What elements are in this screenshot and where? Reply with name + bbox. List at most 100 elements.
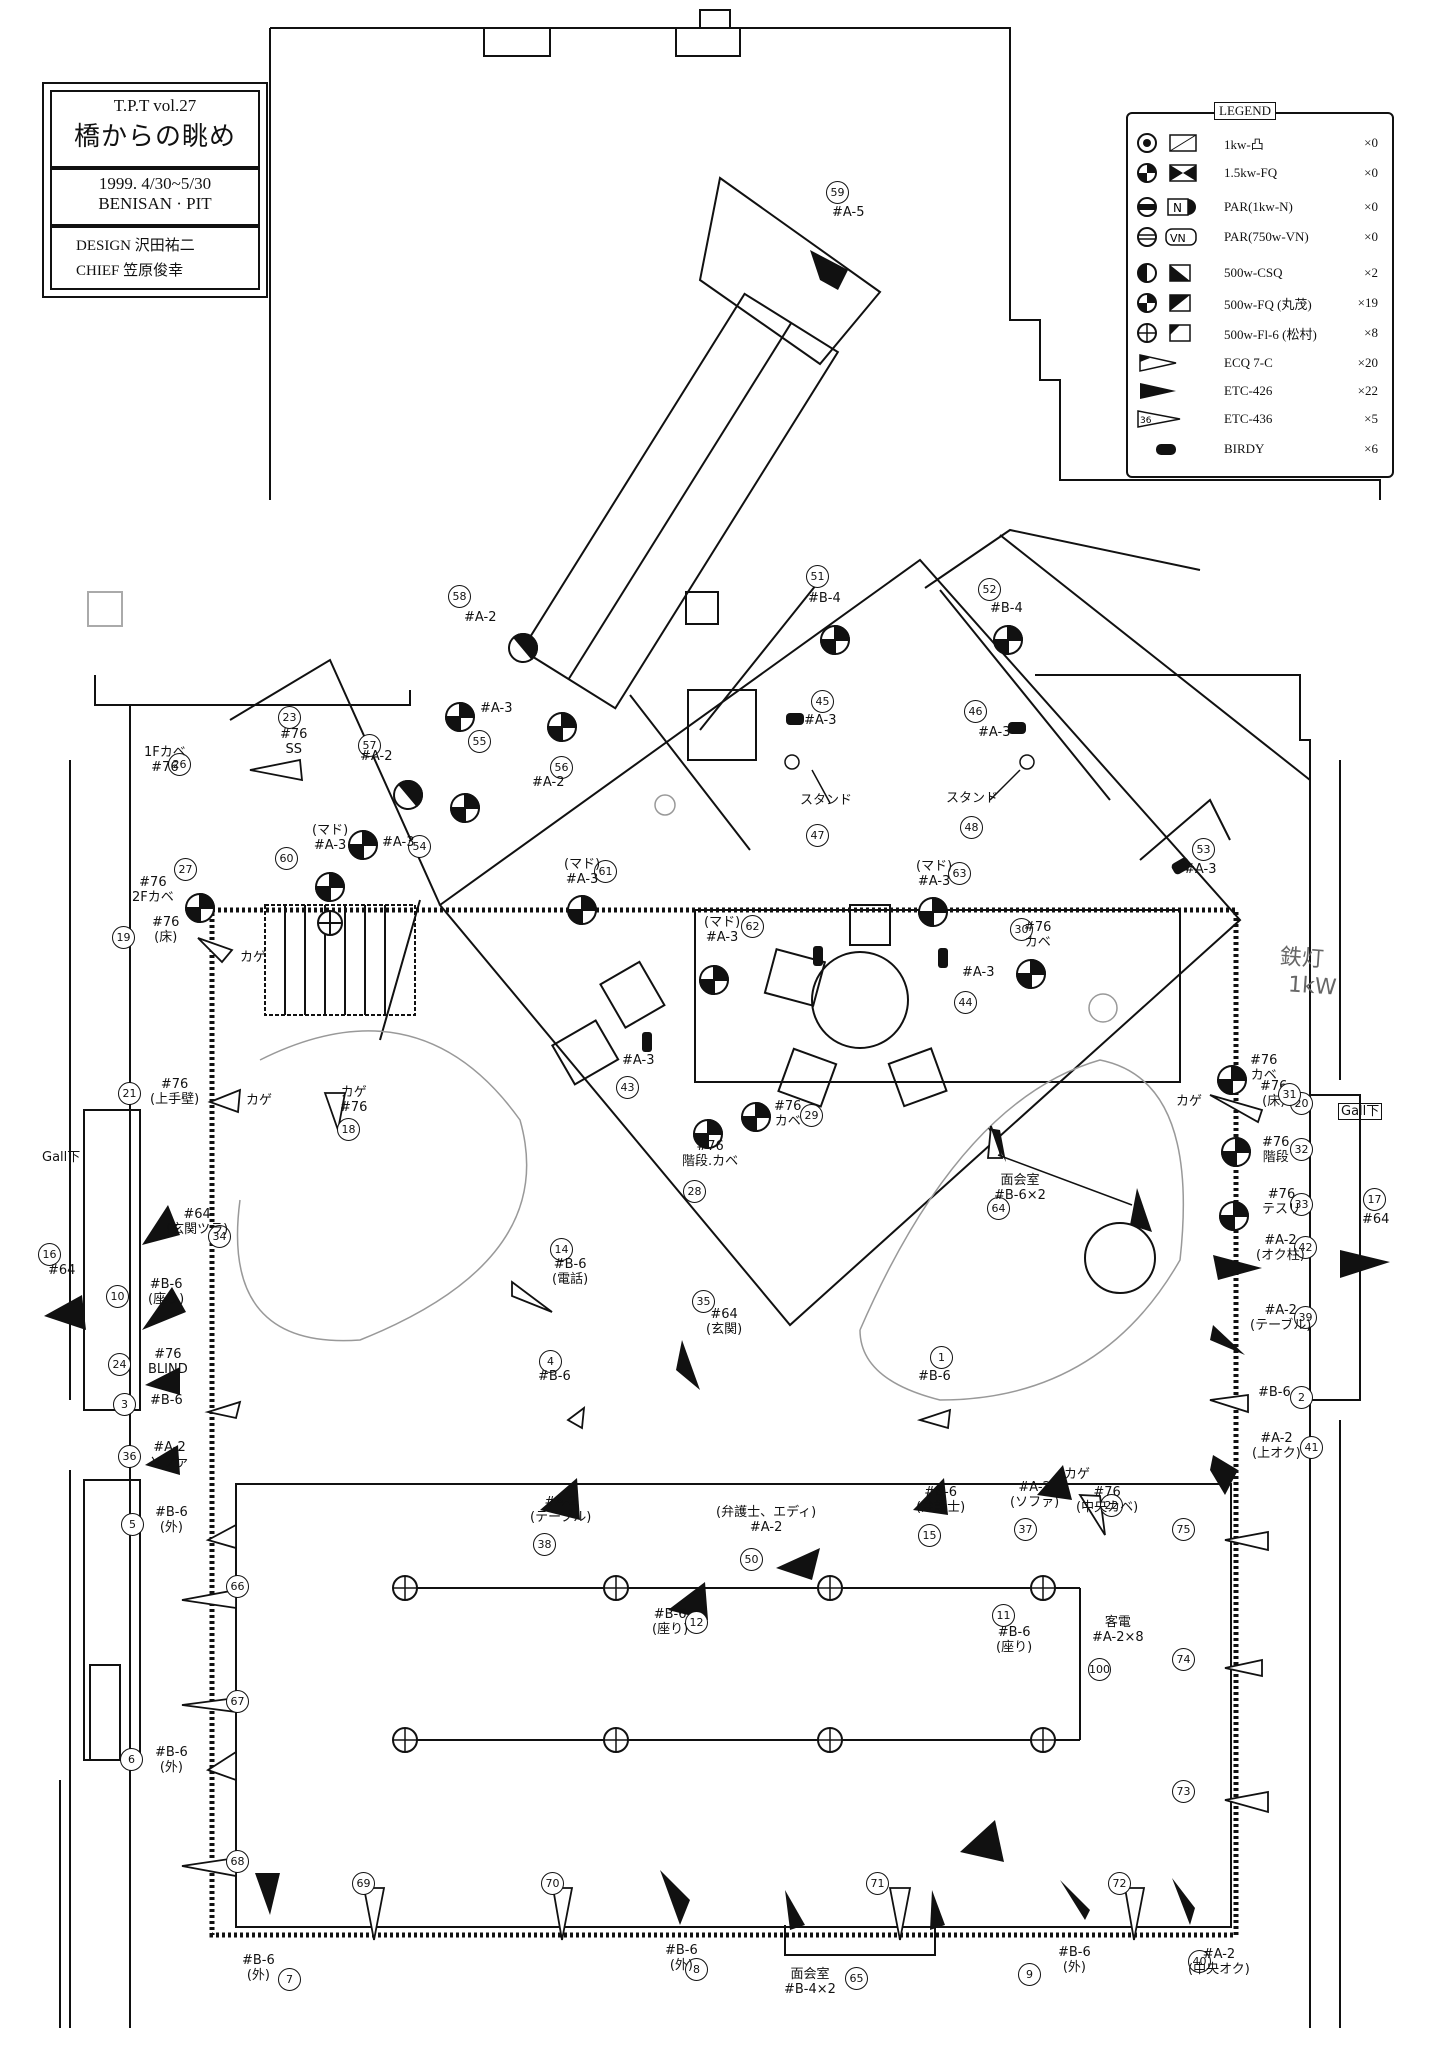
set-inner-room — [694, 909, 1181, 1083]
legend-row: VN PAR(750w-VN) ×0 — [1136, 224, 1384, 250]
birdy-instruments — [642, 713, 1191, 1052]
fixture-label: 1Fカベ #76 — [144, 745, 186, 775]
fixture-number: 3 — [113, 1393, 136, 1416]
fixture-label: #A-2 (オク柱) — [1256, 1233, 1305, 1263]
svg-text:36: 36 — [1140, 416, 1152, 426]
fixture-number: 40 — [1188, 1950, 1211, 1973]
a5-instrument — [810, 250, 848, 290]
fixture-number: 39 — [1294, 1306, 1317, 1329]
fixture-number: 6 — [120, 1748, 143, 1771]
fresnel-fl6-instruments — [317, 910, 343, 936]
fixture-label: #B-6 (電話) — [552, 1257, 589, 1287]
fixture-label: #B-6 (座り) — [652, 1607, 689, 1637]
fixture-number: 47 — [806, 824, 829, 847]
fixture-label: #A-3 — [804, 713, 837, 728]
fixture-label: #76 階段 — [1262, 1135, 1290, 1165]
fixture-label: #A-2 (ソファ) — [1010, 1480, 1060, 1510]
fixture-number: 42 — [1294, 1236, 1317, 1259]
fixture-label: #76 2Fカベ — [132, 875, 174, 905]
legend-count: ×0 — [1364, 165, 1378, 180]
interview-room-door — [784, 1925, 936, 1956]
fixture-label: #A-2 (中央オク) — [1188, 1947, 1250, 1977]
fixture-number: 71 — [866, 1872, 889, 1895]
fixture-label: #B-6 (座り) — [996, 1625, 1033, 1655]
house-light-row — [392, 1575, 1056, 1753]
chair — [763, 948, 827, 1007]
fixture-label: #76 (床) — [152, 915, 180, 945]
fixture-number: 29 — [800, 1104, 823, 1127]
legend-row: 500w-CSQ ×2 — [1136, 260, 1384, 286]
legend-label: PAR(750w-VN) — [1224, 229, 1309, 244]
fixture-label: (マド) #A-3 — [564, 857, 601, 887]
fixture-label: #B-4 — [990, 601, 1023, 616]
upper-building-outline — [270, 9, 1381, 500]
fixture-label: #A-2 — [532, 775, 565, 790]
fixture-number: 100 — [1088, 1658, 1111, 1681]
fixture-label: (マド) #A-3 — [312, 823, 349, 853]
legend-count: ×6 — [1364, 441, 1378, 456]
fixture-number: 70 — [541, 1872, 564, 1895]
fixture-number: 28 — [683, 1180, 706, 1203]
csq-500w-instruments — [393, 633, 538, 810]
legend-row: 500w-FQ (丸茂) ×19 — [1136, 290, 1384, 316]
fixture-number: 57 — [358, 734, 381, 757]
column-marker — [685, 591, 719, 625]
fixture-label: (マド) #A-3 — [916, 859, 953, 889]
fixture-number: 2 — [1290, 1386, 1313, 1409]
fixture-number: 16 — [38, 1243, 61, 1266]
chair — [777, 1047, 838, 1108]
fixture-number: 17 — [1363, 1188, 1386, 1211]
fixture-label: #A-3 — [480, 701, 513, 716]
fixture-number: 60 — [275, 847, 298, 870]
fq-500w-icon — [1137, 293, 1191, 313]
fixture-number: 46 — [964, 700, 987, 723]
legend-label: 1kw-凸 — [1224, 136, 1264, 152]
curved-rug-left — [236, 1030, 528, 1342]
fixture-number: 48 — [960, 816, 983, 839]
fixture-label: #A-2 — [360, 749, 393, 764]
upper-staircase — [520, 292, 840, 710]
fixture-label: #B-6 — [150, 1393, 183, 1408]
legend-label: BIRDY — [1224, 441, 1265, 456]
legend-count: ×19 — [1357, 295, 1378, 310]
column-marker — [87, 591, 123, 627]
legend-label: 500w-Fl-6 (松村) — [1224, 326, 1317, 342]
fixture-label: #B-6 (外) — [155, 1505, 188, 1535]
fixture-label: #B-6 (座り) — [148, 1277, 185, 1307]
legend-label: 1.5kw-FQ — [1224, 165, 1278, 180]
title-block-staff: DESIGN 沢田祐二 CHIEF 笠原俊幸 — [50, 226, 260, 290]
fixture-number: 38 — [533, 1533, 556, 1556]
legend-count: ×2 — [1364, 265, 1378, 280]
legend-row: ETC-426 ×22 — [1136, 378, 1384, 404]
legend-label: ETC-436 — [1224, 411, 1273, 426]
fixture-label: #A-2 — [464, 610, 497, 625]
round-table — [811, 951, 909, 1049]
chair — [599, 960, 666, 1030]
legend-row: N PAR(1kw-N) ×0 — [1136, 194, 1384, 220]
fixture-number: 67 — [226, 1690, 249, 1713]
kage-label: カゲ — [246, 1093, 273, 1108]
fixture-number: 72 — [1108, 1872, 1131, 1895]
legend-count: ×22 — [1357, 383, 1378, 398]
legend-row: 1kw-凸 ×0 — [1136, 130, 1384, 156]
legend-count: ×0 — [1364, 135, 1378, 150]
fixture-number: 34 — [208, 1225, 231, 1248]
fixture-number: 66 — [226, 1575, 249, 1598]
fixture-number: 56 — [550, 756, 573, 779]
fixture-number: 45 — [811, 690, 834, 713]
title-block-heading: T.P.T vol.27 橋からの眺め — [50, 90, 260, 168]
fq-1500w-icon — [1137, 163, 1197, 183]
fixture-number: 41 — [1300, 1436, 1323, 1459]
legend-label: ETC-426 — [1224, 383, 1273, 398]
fixture-number: 23 — [278, 706, 301, 729]
etc-436-icon: 36 — [1137, 410, 1181, 428]
fixture-number: 65 — [845, 1967, 868, 1990]
spot-1kw-icon — [1137, 133, 1197, 153]
fixture-number: 5 — [121, 1513, 144, 1536]
fixture-label: #76 カベ — [1250, 1053, 1278, 1083]
fixture-number: 30 — [1010, 918, 1033, 941]
fixture-label: #B-6 (弁護士) — [916, 1485, 966, 1515]
series-label: T.P.T vol.27 — [113, 96, 197, 115]
fixture-number: 8 — [685, 1958, 708, 1981]
legend-row: ECQ 7-C ×20 — [1136, 350, 1384, 376]
